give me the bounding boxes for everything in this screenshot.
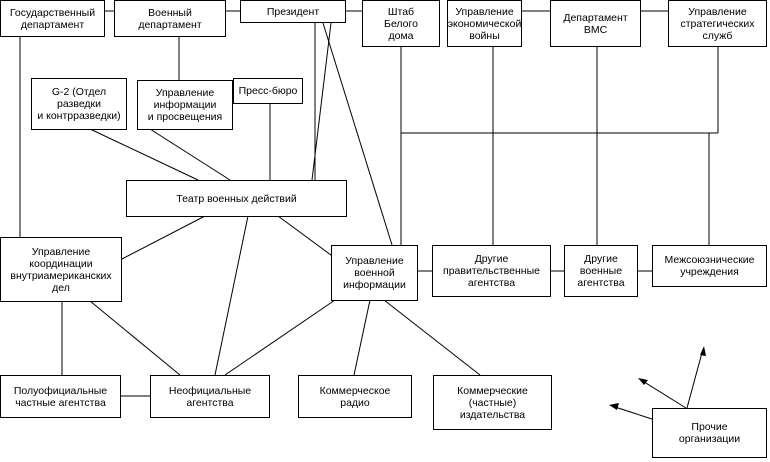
other-military-box: Другие военные агентства [564, 245, 638, 297]
white-house-staff-box: Штаб Белого дома [362, 0, 440, 47]
navy-department-box: Департамент ВМС [550, 0, 641, 47]
other-gov-agencies-box: Другие правительственные агентства [432, 245, 551, 297]
economic-warfare-box: Управление экономической войны [447, 0, 522, 47]
info-education-box: Управление информации и просвещения [137, 80, 233, 130]
other-orgs-box: Прочие организации [652, 408, 767, 458]
state-department-box: Государственный департамент [0, 0, 105, 37]
semi-official-box: Полуофициальные частные агентства [0, 375, 121, 418]
commercial-radio-box: Коммерческое радио [298, 375, 412, 418]
press-bureau-box: Пресс-бюро [233, 78, 303, 104]
war-department-box: Военный департамент [114, 0, 226, 37]
g2-box: G-2 (Отдел разведки и контрразведки) [31, 78, 127, 130]
inter-allied-box: Межсоюзнические учреждения [652, 245, 767, 287]
commercial-publishing-box: Коммерческие (частные) издательства [433, 375, 552, 430]
theater-of-war-box: Театр военных действий [126, 180, 347, 217]
war-information-box: Управление военной информации [331, 245, 418, 301]
inter-american-box: Управление координации внутриамерикански… [0, 237, 122, 302]
president-box: Президент [240, 0, 346, 23]
unofficial-box: Неофициальные агентства [150, 375, 270, 418]
strategic-services-box: Управление стратегических служб [668, 0, 767, 47]
